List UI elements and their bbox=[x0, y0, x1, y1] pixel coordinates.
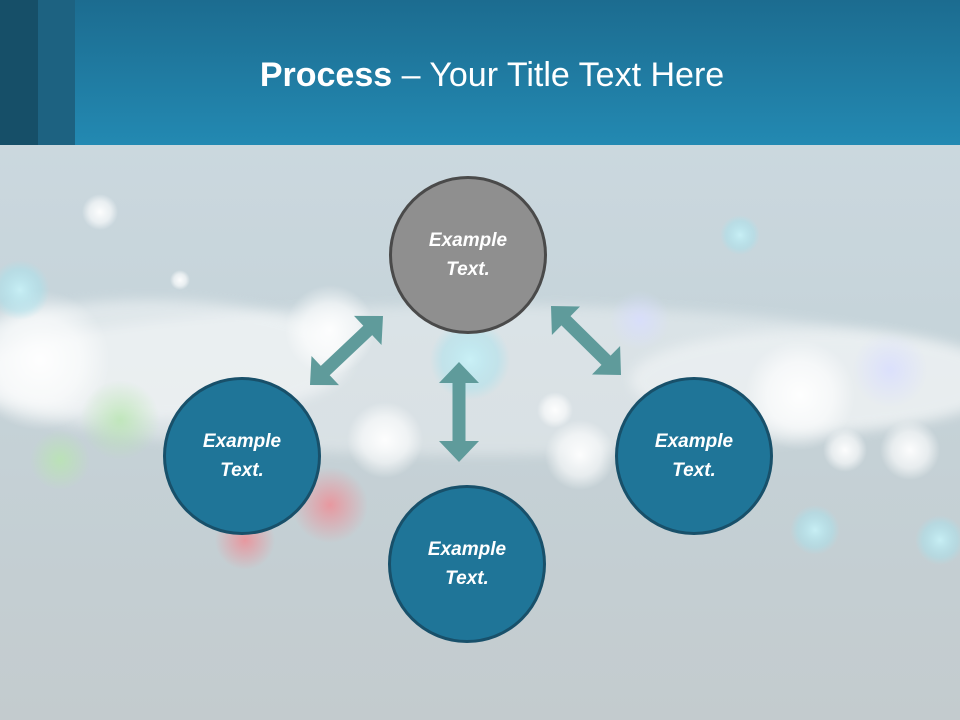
double-arrow-top-right bbox=[551, 306, 621, 375]
process-node-bottom[interactable]: Example Text. bbox=[388, 485, 546, 643]
process-node-left[interactable]: Example Text. bbox=[163, 377, 321, 535]
title-bar: Process – Your Title Text Here bbox=[0, 0, 960, 145]
node-label: Example Text. bbox=[428, 230, 508, 280]
slide-title: Process – Your Title Text Here bbox=[0, 52, 960, 98]
process-node-right[interactable]: Example Text. bbox=[615, 377, 773, 535]
process-node-top[interactable]: Example Text. bbox=[389, 176, 547, 334]
node-label: Example Text. bbox=[654, 431, 734, 481]
slide-title-bold: Process bbox=[259, 56, 393, 94]
double-arrow-top-left bbox=[310, 315, 383, 386]
double-arrow-vertical bbox=[439, 362, 479, 462]
header-accent-stripe bbox=[0, 0, 38, 145]
node-label: Example Text. bbox=[202, 431, 282, 481]
header-accent-stripe bbox=[38, 0, 75, 145]
slide-title-rest: – Your Title Text Here bbox=[392, 56, 725, 94]
node-label: Example Text. bbox=[427, 539, 507, 589]
